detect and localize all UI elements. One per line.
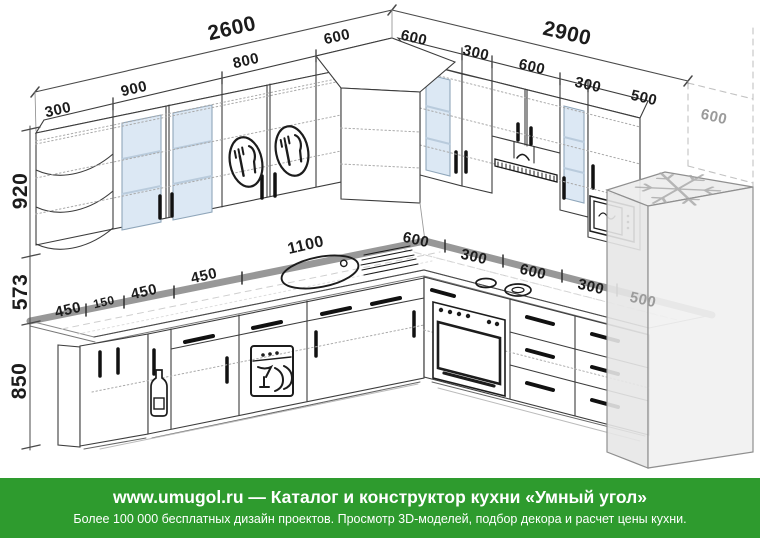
fridge — [605, 171, 754, 469]
oven-icon — [432, 300, 506, 398]
upper-cabinets-right-wall — [396, 37, 649, 251]
corner-base-cabinet — [79, 333, 149, 447]
corner-upper-cabinet — [315, 37, 457, 242]
vertical-dimension-line — [21, 125, 41, 451]
footer-tagline: Более 100 000 бесплатных дизайн проектов… — [73, 512, 687, 526]
extractor-hood-icon — [494, 141, 558, 183]
fridge-space-dashed-outline — [687, 27, 754, 187]
kitchen-isometric-drawing — [21, 4, 754, 469]
dishwasher-icon — [250, 345, 294, 397]
sink-icon — [280, 245, 419, 290]
glass-door-panels-left — [121, 104, 213, 231]
dimension-lines — [21, 4, 693, 451]
upper-cabinets-left-wall — [34, 37, 393, 250]
door-handles — [158, 172, 277, 220]
footer-banner: www.umugol.ru — Каталог и конструктор ку… — [0, 478, 760, 538]
snowflake-icon — [634, 172, 722, 206]
corner-shelf-unit — [35, 153, 114, 250]
footer-site-title: www.umugol.ru — Каталог и конструктор ку… — [112, 487, 648, 507]
drainboard-lines — [360, 245, 419, 276]
base-cabinets-left — [57, 277, 425, 450]
bottle-rack-icon — [150, 369, 168, 417]
